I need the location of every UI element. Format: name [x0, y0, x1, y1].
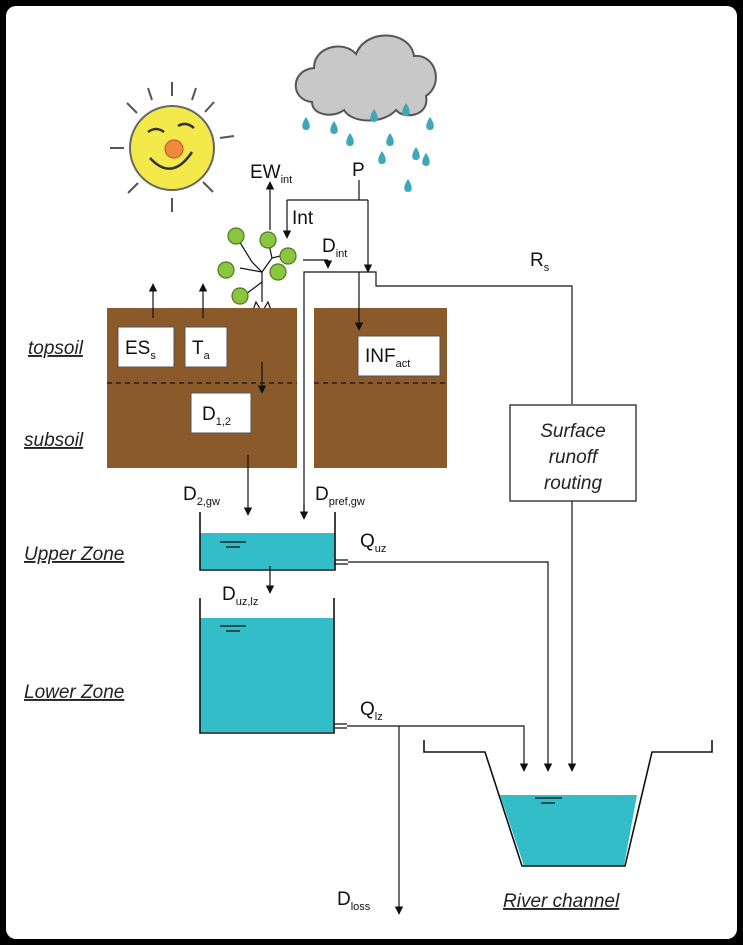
raindrops-icon — [302, 103, 434, 192]
raindrop-icon — [370, 109, 378, 122]
d-uzlz-label: Duz,lz — [222, 584, 258, 608]
raindrop-icon — [386, 133, 394, 146]
river-channel-label: River channel — [503, 891, 620, 912]
flow-arrows — [148, 180, 577, 915]
cloud-icon — [294, 34, 437, 122]
river-channel-banks — [423, 740, 713, 867]
lower-zone-label: Lower Zone — [24, 682, 124, 703]
p-label: P — [352, 160, 365, 181]
upper-zone-label: Upper Zone — [24, 544, 124, 565]
subsoil-label: subsoil — [24, 430, 84, 451]
runoff-box-line2: runoff — [549, 447, 599, 468]
es-s-label: ESs — [125, 338, 156, 362]
d-12-label: D1,2 — [202, 404, 231, 428]
surface-runoff-box — [509, 404, 637, 502]
d-2gw-label: D2,gw — [183, 484, 220, 508]
int-label: Int — [292, 208, 314, 229]
t-a-label: Ta — [192, 338, 211, 362]
sun-icon — [110, 82, 235, 212]
inf-act-label: INFact — [365, 346, 410, 370]
plant-icon — [217, 227, 297, 319]
q-uz-label: Quz — [360, 531, 386, 555]
raindrop-icon — [330, 121, 338, 134]
q-lz-label: Qlz — [360, 699, 383, 723]
raindrop-icon — [422, 153, 430, 166]
raindrop-icon — [302, 117, 310, 130]
upper-zone-water — [200, 533, 335, 569]
d-loss-label: Dloss — [337, 889, 371, 913]
d-int-label: Dint — [322, 236, 347, 260]
diagram-panel — [6, 6, 737, 939]
raindrop-icon — [402, 103, 410, 116]
d-prefgw-label: Dpref,gw — [315, 484, 365, 508]
raindrop-icon — [412, 147, 420, 160]
ew-int-label: EWint — [250, 162, 292, 186]
r-s-label: Rs — [530, 250, 550, 274]
raindrop-icon — [378, 151, 386, 164]
raindrop-icon — [404, 179, 412, 192]
river-channel-water — [500, 795, 637, 866]
raindrop-icon — [426, 117, 434, 130]
soil-block-right — [314, 308, 447, 468]
topsoil-label: topsoil — [28, 338, 84, 359]
runoff-box-line1: Surface — [540, 421, 605, 442]
runoff-box-line3: routing — [544, 473, 603, 494]
raindrop-icon — [346, 133, 354, 146]
lower-zone-water — [200, 618, 334, 732]
